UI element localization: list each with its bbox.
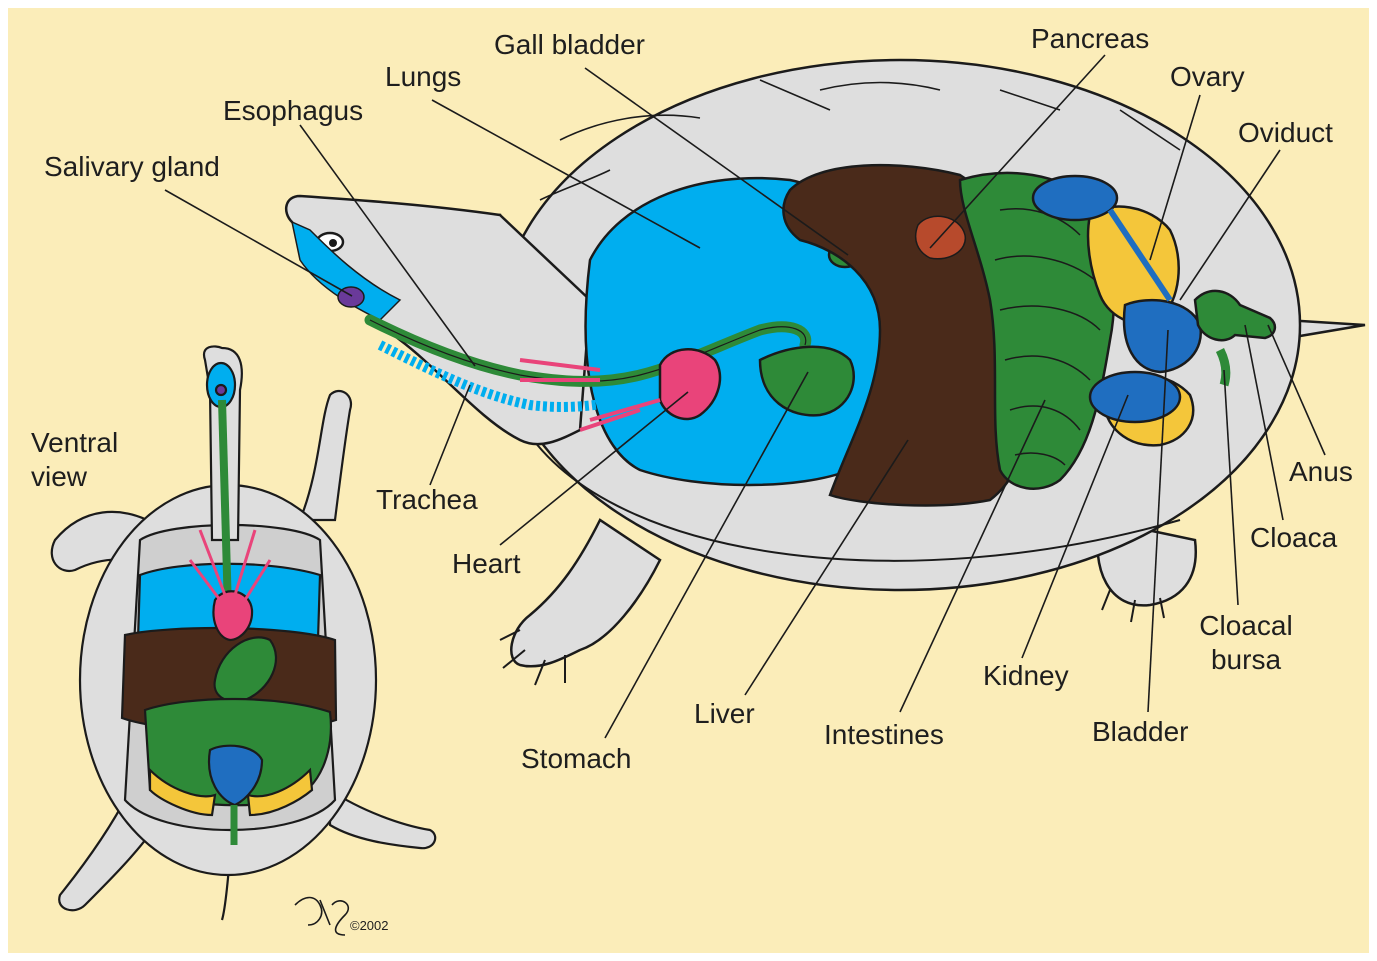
label-ventral-line1: Ventral bbox=[31, 426, 151, 460]
label-trachea: Trachea bbox=[376, 483, 478, 517]
ventral-salivary-gland bbox=[216, 385, 226, 395]
label-gall-bladder: Gall bladder bbox=[494, 28, 645, 62]
kidney-upper-shape bbox=[1033, 176, 1117, 220]
pupil-shape bbox=[329, 239, 337, 247]
label-ovary: Ovary bbox=[1170, 60, 1245, 94]
label-ventral-line2: view bbox=[31, 460, 151, 494]
label-intestines: Intestines bbox=[824, 718, 944, 752]
label-liver: Liver bbox=[694, 697, 755, 731]
label-lungs: Lungs bbox=[385, 60, 461, 94]
label-pancreas: Pancreas bbox=[1031, 22, 1149, 56]
label-kidney: Kidney bbox=[983, 659, 1069, 693]
label-cloacal-bursa: Cloacal bursa bbox=[1190, 609, 1302, 677]
label-bladder: Bladder bbox=[1092, 715, 1189, 749]
label-salivary-gland: Salivary gland bbox=[44, 150, 220, 184]
label-oviduct: Oviduct bbox=[1238, 116, 1333, 150]
label-ventral-view: Ventral view bbox=[31, 426, 151, 494]
label-stomach: Stomach bbox=[521, 742, 632, 776]
copyright-text: ©2002 bbox=[350, 918, 389, 934]
label-esophagus: Esophagus bbox=[223, 94, 363, 128]
label-cloacal-line1: Cloacal bbox=[1190, 609, 1302, 643]
label-anus: Anus bbox=[1289, 455, 1353, 489]
label-cloacal-line2: bursa bbox=[1190, 643, 1302, 677]
kidney-lower-shape bbox=[1090, 372, 1180, 422]
label-cloaca: Cloaca bbox=[1250, 521, 1337, 555]
label-heart: Heart bbox=[452, 547, 520, 581]
